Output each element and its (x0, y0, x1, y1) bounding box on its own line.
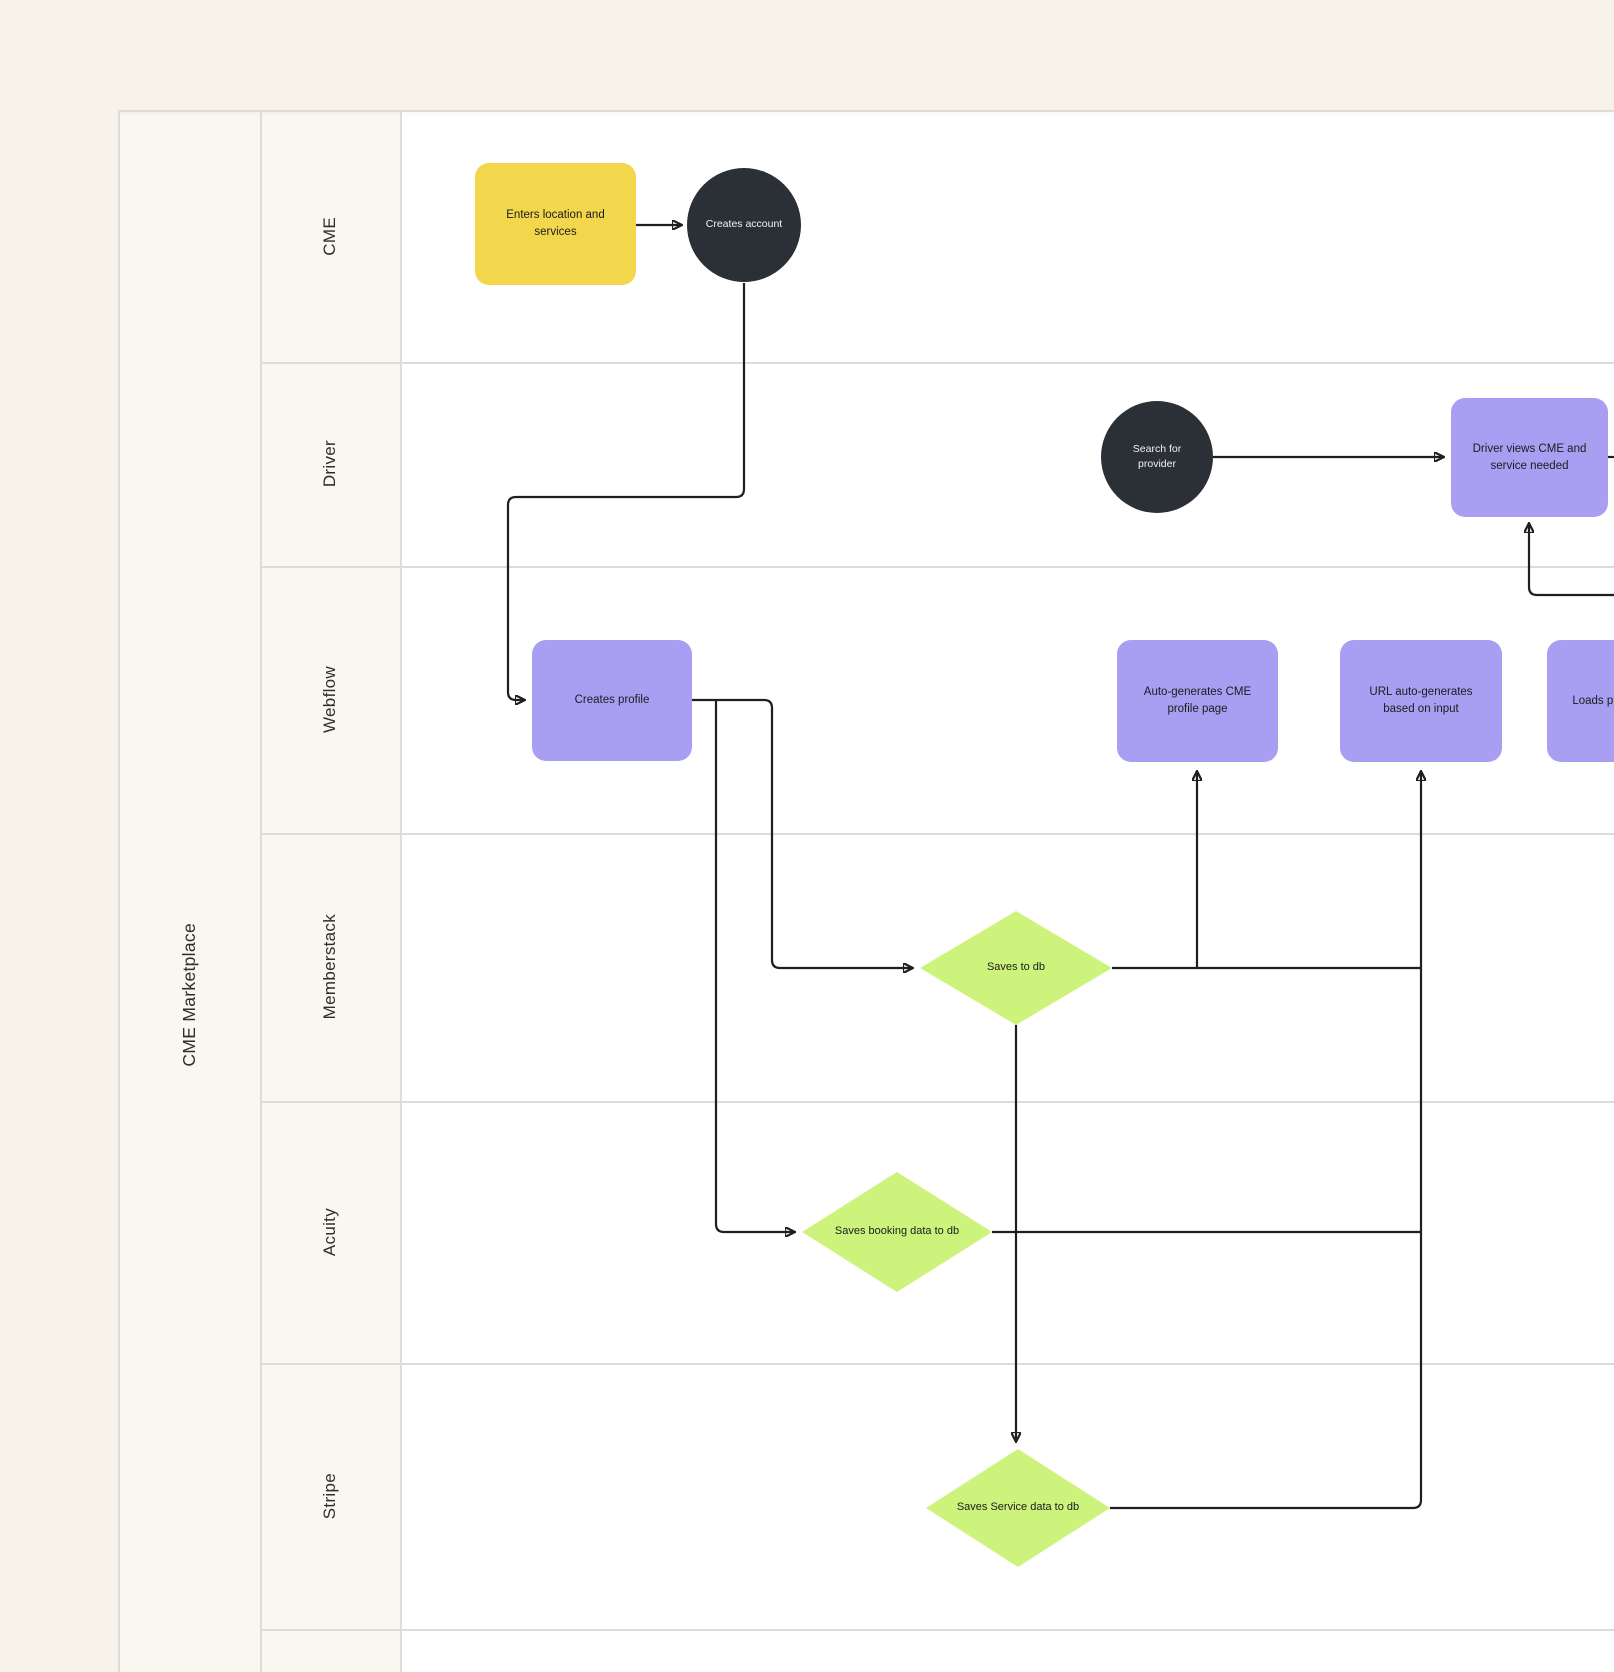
lane-label-text: Memberstack (320, 914, 339, 1020)
node-url-auto-generates[interactable]: URL auto-generates based on input (1340, 640, 1502, 762)
swimlane-content-area (400, 110, 1614, 1672)
node-label: URL auto-generates based on input (1369, 686, 1473, 715)
lane-label-text: CME (320, 216, 339, 256)
node-label: Search for provider (1132, 442, 1182, 470)
diagram-title-cell[interactable]: CME Marketplace (118, 900, 260, 1090)
node-creates-account[interactable]: Creates account (687, 168, 801, 282)
lane-label-text: Stripe (320, 1472, 339, 1520)
node-label: Saves booking data to db (834, 1225, 960, 1238)
lane-label-cme[interactable]: CME (260, 110, 400, 362)
label-column-divider (400, 110, 402, 1672)
node-label: Enters location and services (506, 209, 605, 238)
node-label: Creates account (705, 218, 783, 231)
lane-divider (260, 566, 1614, 568)
lane-label-driver[interactable]: Driver (260, 362, 400, 566)
lane-divider (260, 833, 1614, 835)
lane-label-text: Acuity (320, 1207, 339, 1257)
diagram-title: CME Marketplace (178, 923, 199, 1067)
lane-label-webflow[interactable]: Webflow (260, 566, 400, 833)
node-label: Driver views CME and service needed (1472, 442, 1587, 472)
lane-label-memberstack[interactable]: Memberstack (260, 833, 400, 1101)
label-column (260, 110, 400, 1672)
lane-divider (260, 362, 1614, 364)
node-creates-profile[interactable]: Creates profile (532, 640, 692, 761)
lane-divider (260, 1363, 1614, 1365)
node-label: Saves Service data to db (956, 1501, 1080, 1514)
node-auto-generates[interactable]: Auto-generates CME profile page (1117, 640, 1278, 762)
lane-label-text: Webflow (320, 666, 339, 733)
node-label: Saves to db (986, 961, 1046, 974)
frame-top-border (118, 110, 1614, 112)
node-label: Auto-generates CME profile page (1143, 686, 1252, 715)
title-column (118, 110, 260, 1672)
lane-label-text: Driver (320, 440, 339, 488)
lane-divider (260, 1629, 1614, 1631)
lane-label-stripe[interactable]: Stripe (260, 1363, 400, 1629)
lane-divider (260, 1101, 1614, 1103)
node-label: Creates profile (574, 694, 650, 707)
node-loads-profile-booking[interactable]: Loads profile booking (1547, 640, 1614, 762)
node-driver-views[interactable]: Driver views CME and service needed (1451, 398, 1608, 517)
title-column-divider (260, 110, 262, 1672)
node-enters-location[interactable]: Enters location and services (475, 163, 636, 285)
lane-label-acuity[interactable]: Acuity (260, 1101, 400, 1363)
frame-left-border (118, 110, 120, 1672)
node-label: Loads profile booking (1572, 694, 1614, 707)
node-search-provider[interactable]: Search for provider (1101, 401, 1213, 513)
